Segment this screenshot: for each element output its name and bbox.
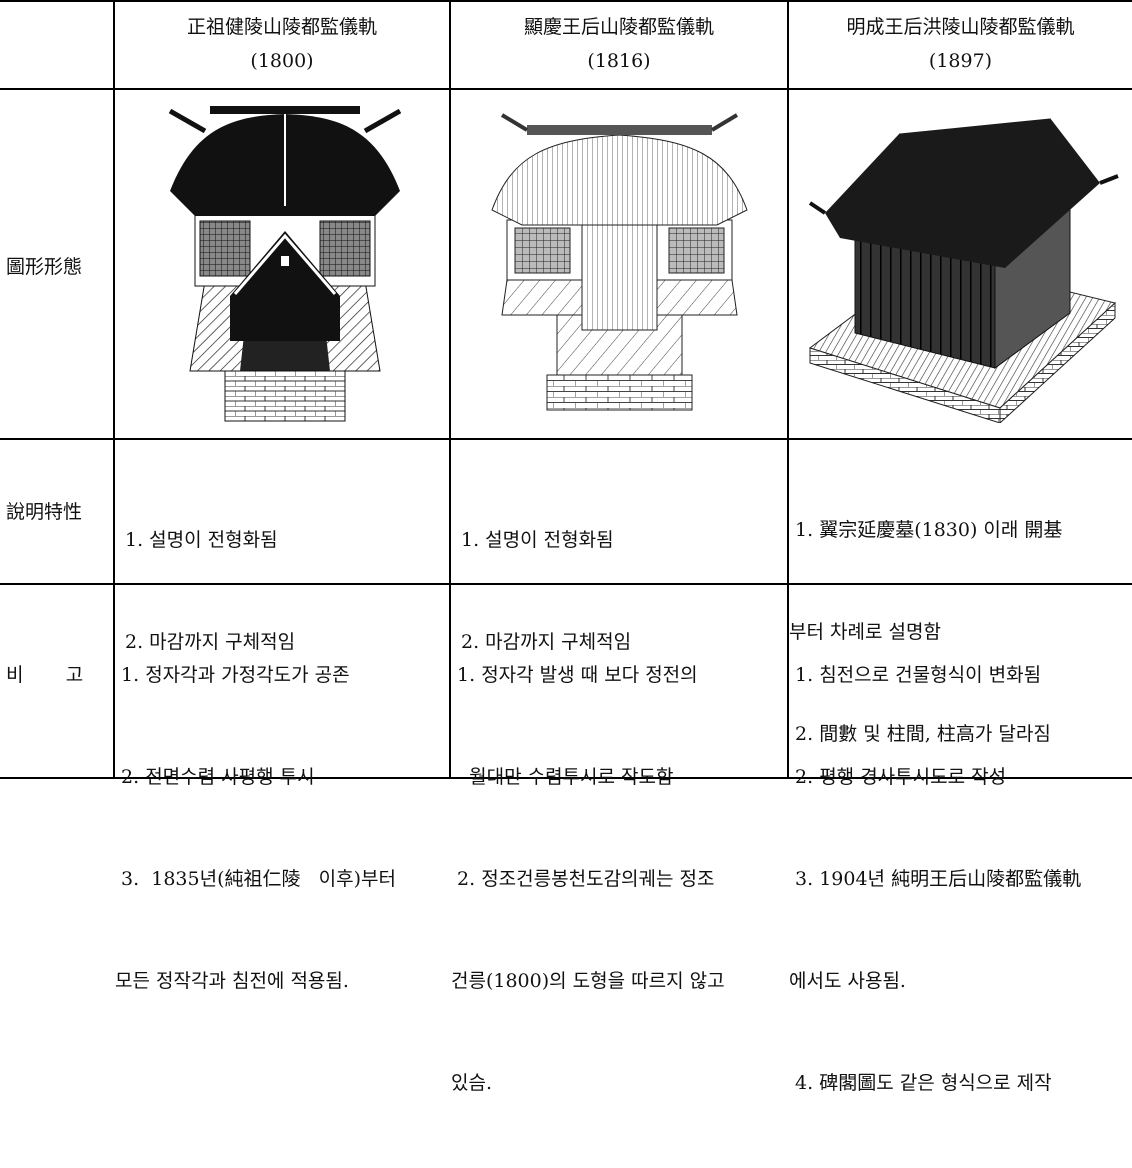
- col-rule-2: [449, 0, 451, 779]
- description-line: 2. 마감까지 구체적임: [125, 631, 296, 653]
- remark-line: 2. 정조건릉봉천도감의궤는 정조: [451, 868, 715, 890]
- col-rule-1: [113, 0, 115, 779]
- column-header-1: 正祖健陵山陵都監儀軌 (1800): [115, 10, 449, 78]
- jeongjagak-wing-illustration: [491, 113, 748, 411]
- remark-line: 2. 전면수렴 사평행 투시: [115, 766, 315, 788]
- description-cell-2: 1. 설명이 전형화됨 2. 마감까지 구체적임: [461, 455, 631, 727]
- remark-line: 에서도 사용됨.: [789, 970, 906, 992]
- description-line: 1. 설명이 전형화됨: [125, 529, 278, 551]
- remark-line: 4. 碑閣圖도 같은 형식으로 제작: [789, 1072, 1052, 1094]
- column-title: 明成王后洪陵山陵都監儀軌: [846, 16, 1075, 38]
- rule-top: [0, 0, 1132, 2]
- rule-bottom: [0, 777, 1132, 779]
- description-cell-1: 1. 설명이 전형화됨 2. 마감까지 구체적임: [125, 455, 295, 727]
- column-title: 顯慶王后山陵都監儀軌: [523, 16, 714, 38]
- row-label-remarks: 비 고: [6, 664, 84, 686]
- comparison-table: 正祖健陵山陵都監儀軌 (1800) 顯慶王后山陵都監儀軌 (1816) 明成王后…: [0, 0, 1132, 1094]
- remark-line: 1. 정자각 발생 때 보다 정전의: [451, 664, 698, 686]
- remark-line: 1. 침전으로 건물형식이 변화됨: [789, 664, 1042, 686]
- description-line: 1. 설명이 전형화됨: [461, 529, 614, 551]
- remark-line: 월대만 수렴투시로 작도함: [451, 766, 674, 788]
- remark-line: 3. 1904년 純明王后山陵都監儀軌: [789, 868, 1082, 890]
- column-header-3: 明成王后洪陵山陵都監儀軌 (1897): [789, 10, 1132, 78]
- remark-cell-1: 1. 정자각과 가정각도가 공존 2. 전면수렴 사평행 투시 3. 1835년…: [115, 590, 396, 1066]
- rule-figure: [0, 438, 1132, 440]
- col-rule-3: [787, 0, 789, 779]
- column-year: (1816): [587, 50, 651, 72]
- chimjeon-hall-illustration: [808, 117, 1119, 423]
- remark-line: 3. 1835년(純祖仁陵 이후)부터: [115, 868, 396, 890]
- jeongjagak-pavilion-illustration: [168, 106, 402, 422]
- rule-desc: [0, 583, 1132, 585]
- description-line: 1. 翼宗延慶墓(1830) 이래 開基: [789, 519, 1063, 541]
- description-line: 2. 마감까지 구체적임: [461, 631, 632, 653]
- description-cell-3: 1. 翼宗延慶墓(1830) 이래 開基 부터 차례로 설명함 2. 間數 및 …: [789, 445, 1062, 819]
- remark-line: 2. 평행 경사투시도로 작성: [789, 766, 1007, 788]
- remark-cell-3: 1. 침전으로 건물형식이 변화됨 2. 평행 경사투시도로 작성 3. 190…: [789, 590, 1081, 1168]
- description-line: 부터 차례로 설명함: [789, 621, 941, 643]
- rule-header: [0, 88, 1132, 90]
- remark-line: 1. 정자각과 가정각도가 공존: [115, 664, 350, 686]
- column-year: (1800): [250, 50, 314, 72]
- column-header-2: 顯慶王后山陵都監儀軌 (1816): [451, 10, 787, 78]
- remark-line: 건릉(1800)의 도형을 따르지 않고: [451, 970, 725, 992]
- description-line: 2. 間數 및 柱間, 柱高가 달라짐: [789, 723, 1051, 745]
- row-label-figure: 圖形形態: [6, 256, 83, 278]
- remark-line: 있슴.: [451, 1072, 492, 1094]
- column-title: 正祖健陵山陵都監儀軌: [186, 16, 377, 38]
- remark-cell-2: 1. 정자각 발생 때 보다 정전의 월대만 수렴투시로 작도함 2. 정조건릉…: [451, 590, 725, 1168]
- row-label-description: 說明特性: [6, 501, 83, 523]
- column-year: (1897): [928, 50, 993, 72]
- remark-line: 모든 정작각과 침전에 적용됨.: [115, 970, 349, 992]
